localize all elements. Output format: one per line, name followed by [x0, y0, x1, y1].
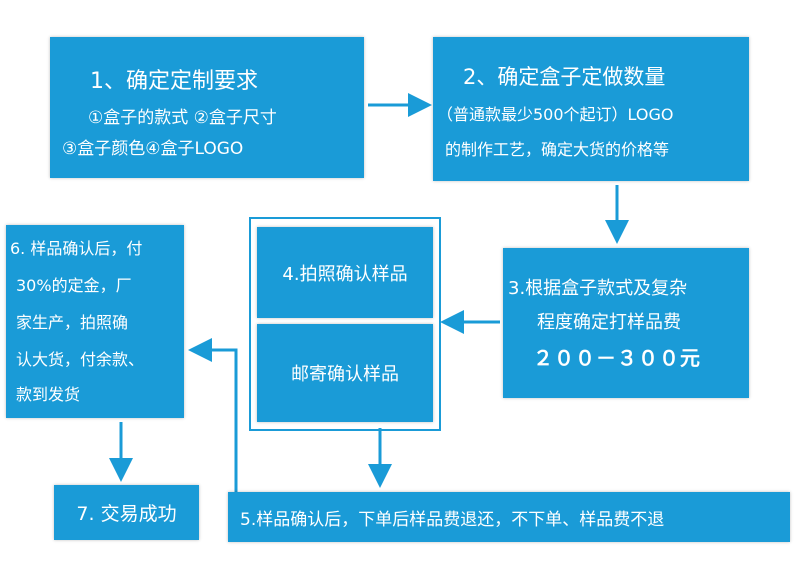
step-1-title: 1、确定定制要求: [90, 69, 258, 94]
step-5-box: 5.样品确认后，下单后样品费退还，不下单、样品费不退: [228, 492, 790, 542]
step-4-mail-label: 邮寄确认样品: [291, 364, 399, 385]
step-4-photo-box: 4.拍照确认样品: [257, 227, 433, 318]
step-3-box: 3.根据盒子款式及复杂 程度确定打样品费 ２００－３００元: [503, 248, 749, 398]
step-1-line3: ③盒子颜色④盒子LOGO: [62, 139, 244, 159]
step-4-photo-label: 4.拍照确认样品: [282, 263, 408, 285]
step-7-box: 7. 交易成功: [54, 485, 199, 540]
step-6-box: 6. 样品确认后，付 30%的定金，厂 家生产，拍照确 认大货，付余款、 款到发…: [6, 225, 184, 418]
step-2-line2: （普通款最少500个起订）LOGO: [437, 105, 674, 124]
step-7-text: 7. 交易成功: [76, 503, 177, 525]
step-6-line4: 认大货，付余款、: [16, 350, 145, 369]
step-4-mail-box: 邮寄确认样品: [257, 324, 433, 422]
step-2-title: 2、确定盒子定做数量: [463, 65, 666, 89]
step-5-text: 5.样品确认后，下单后样品费退还，不下单、样品费不退: [240, 509, 665, 530]
step-6-line5: 款到发货: [16, 385, 81, 404]
step-6-line1: 6. 样品确认后，付: [10, 239, 143, 258]
step-2-box: 2、确定盒子定做数量 （普通款最少500个起订）LOGO 的制作工艺，确定大货的…: [433, 37, 749, 181]
step-2-line3: 的制作工艺，确定大货的价格等: [445, 140, 670, 159]
step-6-line2: 30%的定金，厂: [16, 276, 132, 295]
step-3-price: ２００－３００元: [533, 346, 701, 370]
step4-frame: [249, 217, 441, 431]
step-3-line2: 程度确定打样品费: [537, 312, 681, 333]
step-6-line3: 家生产，拍照确: [16, 313, 129, 332]
step-1-box: 1、确定定制要求 ①盒子的款式 ②盒子尺寸 ③盒子颜色④盒子LOGO: [50, 37, 364, 178]
step-3-line1: 3.根据盒子款式及复杂: [508, 278, 688, 299]
step-1-line2: ①盒子的款式 ②盒子尺寸: [88, 108, 277, 128]
arrow-5-to-6: [188, 338, 238, 492]
